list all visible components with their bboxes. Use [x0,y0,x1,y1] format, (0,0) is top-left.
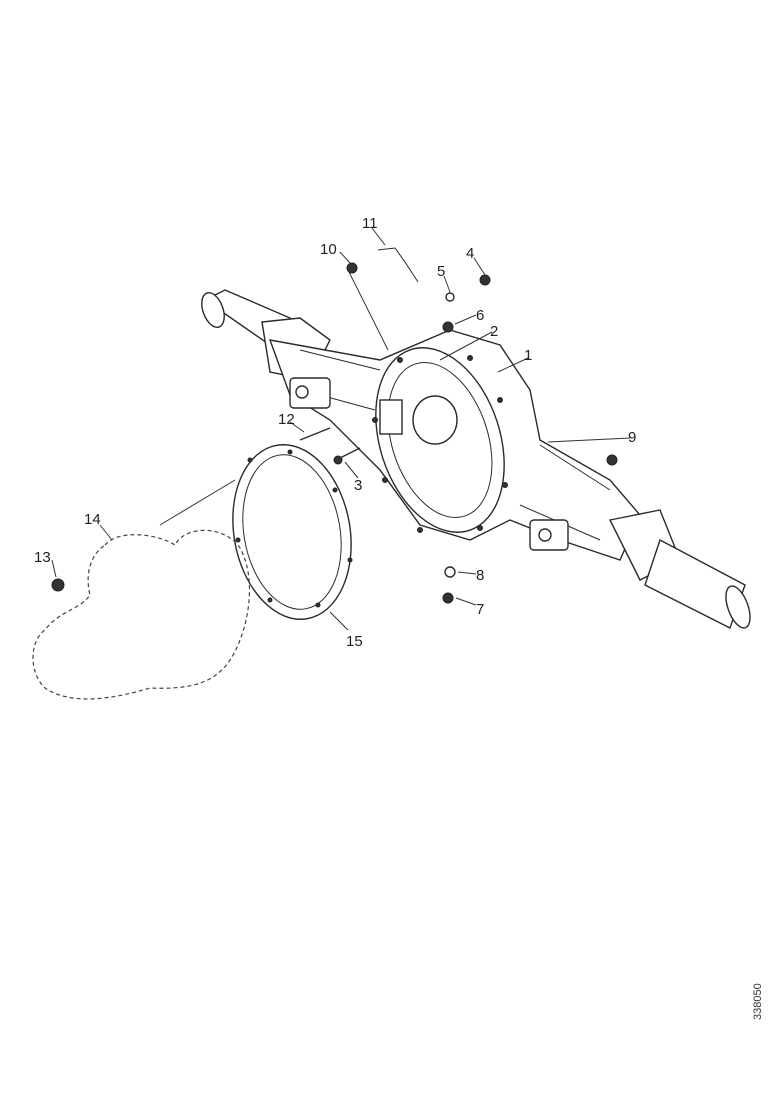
callout-13: 13 [34,549,51,566]
callout-15: 15 [346,633,363,650]
housing-flange [372,347,508,533]
gasket [232,444,353,620]
callout-8: 8 [476,567,484,584]
callout-2: 2 [490,323,498,340]
callout-3: 3 [354,477,362,494]
callout-9: 9 [628,429,636,446]
leader-lines [51,227,631,631]
callout-11: 11 [362,215,378,232]
callout-10: 10 [320,241,337,258]
fasteners [51,247,618,604]
differential-carrier-outline [32,529,250,700]
callout-5: 5 [437,263,445,280]
callout-14: 14 [84,511,101,528]
callout-1: 1 [524,347,532,364]
callout-12: 12 [278,411,295,428]
callout-4: 4 [466,245,474,262]
right-axle-tube [608,509,751,629]
callout-7: 7 [476,601,484,618]
callout-labels: 1 2 3 4 5 6 7 8 9 10 11 12 13 14 15 [34,215,636,650]
drawing-reference-number: 338050 [752,983,764,1020]
callout-6: 6 [476,307,484,324]
